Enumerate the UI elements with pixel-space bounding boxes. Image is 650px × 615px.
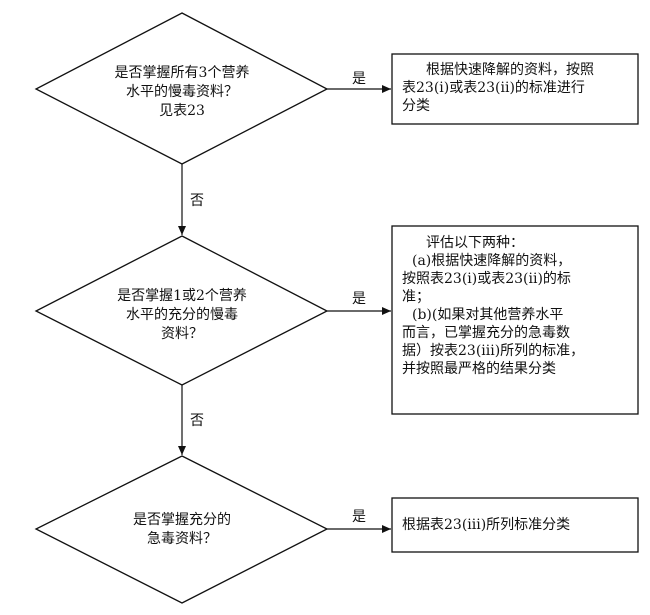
outcome-2-text: 评估以下两种： (a)根据快速降解的资料， 按照表23(i)或表23(ii)的标… bbox=[402, 234, 634, 378]
decision-2-line-2: 水平的充分的慢毒 bbox=[126, 307, 238, 323]
decision-3-line-2: 急毒资料？ bbox=[147, 531, 217, 547]
decision-1-text: 是否掌握所有3个营养 水平的慢毒资料？ 见表23 bbox=[62, 64, 302, 121]
outcome-3-text: 根据表23(iii)所列标准分类 bbox=[402, 516, 634, 534]
yes-label-1: 是 bbox=[352, 71, 366, 87]
decision-1-line-1: 是否掌握所有3个营养 bbox=[114, 65, 250, 81]
outcome-1-line-3: 分类 bbox=[402, 98, 430, 114]
outcome-2-line-7: 据）按表23(iii)所列的标准， bbox=[402, 343, 585, 359]
outcome-box-3 bbox=[391, 497, 639, 553]
outcome-1-line-2: 表23(i)或表23(ii)的标准进行 bbox=[402, 80, 585, 96]
outcome-2-line-5: (b)(如果对其他营养水平 bbox=[412, 307, 564, 323]
no-label-2: 否 bbox=[190, 413, 204, 429]
outcome-box-2 bbox=[391, 225, 639, 415]
decision-1-line-2: 水平的慢毒资料？ bbox=[126, 84, 238, 100]
no-label-1: 否 bbox=[190, 193, 204, 209]
outcome-2-line-3: 按照表23(i)或表23(ii)的标 bbox=[402, 271, 571, 287]
outcome-1-line-1: 根据快速降解的资料，按照 bbox=[426, 62, 594, 78]
outcome-2-line-2: (a)根据快速降解的资料， bbox=[412, 253, 572, 269]
outcome-3-line-1: 根据表23(iii)所列标准分类 bbox=[402, 517, 571, 533]
outcome-2-line-4: 准； bbox=[402, 289, 430, 305]
yes-label-3: 是 bbox=[352, 509, 366, 525]
decision-2-line-3: 资料？ bbox=[161, 326, 203, 342]
outcome-2-line-1: 评估以下两种： bbox=[426, 235, 524, 251]
outcome-2-line-6: 而言，已掌握充分的急毒数 bbox=[402, 325, 570, 341]
outcome-2-line-8: 并按照最严格的结果分类 bbox=[402, 361, 556, 377]
decision-2-text: 是否掌握1或2个营养 水平的充分的慢毒 资料？ bbox=[62, 287, 302, 344]
decision-2-line-1: 是否掌握1或2个营养 bbox=[117, 288, 247, 304]
decision-3-text: 是否掌握充分的 急毒资料？ bbox=[62, 511, 302, 549]
outcome-box-1 bbox=[391, 53, 639, 125]
decision-1-line-3: 见表23 bbox=[159, 103, 205, 119]
outcome-1-text: 根据快速降解的资料，按照 表23(i)或表23(ii)的标准进行 分类 bbox=[402, 61, 634, 115]
decision-3-line-1: 是否掌握充分的 bbox=[133, 512, 231, 528]
decision-diamond-3 bbox=[34, 455, 329, 604]
yes-label-2: 是 bbox=[352, 291, 366, 307]
